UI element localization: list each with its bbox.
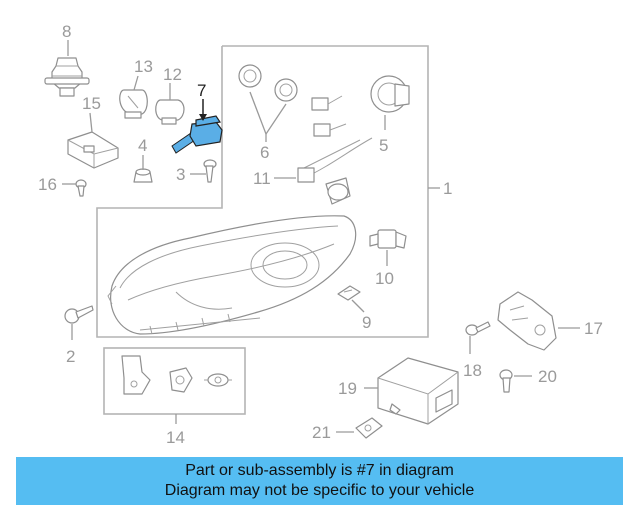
callout-2[interactable]: 2 — [66, 347, 75, 366]
info-banner: Part or sub-assembly is #7 in diagram Di… — [16, 457, 623, 505]
callout-16[interactable]: 16 — [38, 175, 57, 194]
callout-15[interactable]: 15 — [82, 94, 101, 113]
callout-10[interactable]: 10 — [375, 269, 394, 288]
callout-18[interactable]: 18 — [463, 361, 482, 380]
callout-1[interactable]: 1 — [443, 179, 452, 198]
banner-line-2: Diagram may not be specific to your vehi… — [164, 482, 475, 499]
callout-3[interactable]: 3 — [176, 165, 185, 184]
screw-18-icon[interactable] — [465, 321, 491, 336]
screw-16-icon[interactable] — [75, 179, 87, 197]
bulb-7-highlighted-icon[interactable] — [171, 115, 223, 154]
callout-11[interactable]: 11 — [253, 169, 271, 188]
headlamp-housing-icon[interactable] — [107, 215, 357, 335]
banner-line-1: Part or sub-assembly is #7 in diagram — [185, 462, 454, 479]
callout-19[interactable]: 19 — [338, 379, 357, 398]
callout-12[interactable]: 12 — [163, 65, 182, 84]
headlamp-assembly-box — [96, 45, 429, 338]
clip-21-icon[interactable] — [355, 417, 383, 439]
callout-21[interactable]: 21 — [312, 423, 331, 442]
module-15-icon[interactable] — [67, 131, 119, 169]
callout-8[interactable]: 8 — [62, 22, 71, 41]
bulb-13-icon[interactable] — [119, 89, 148, 119]
bolt-20-icon[interactable] — [499, 369, 513, 393]
callout-20[interactable]: 20 — [538, 367, 557, 386]
parts-diagram: 1 8 13 12 7 15 4 — [38, 22, 603, 447]
callout-5[interactable]: 5 — [379, 136, 388, 155]
screw-3-icon[interactable] — [203, 159, 217, 183]
bulb-8-icon[interactable] — [44, 57, 90, 97]
bulb-10-icon[interactable] — [369, 229, 407, 249]
control-module-19-icon[interactable] — [377, 357, 459, 425]
callout-7[interactable]: 7 — [197, 81, 206, 100]
screw-2-icon[interactable] — [64, 305, 94, 324]
cap-5-icon[interactable] — [370, 75, 410, 113]
callout-4[interactable]: 4 — [138, 136, 147, 155]
callout-6[interactable]: 6 — [260, 143, 269, 162]
clip-9-icon[interactable] — [337, 285, 361, 301]
socket-6-icon[interactable] — [238, 64, 347, 137]
callout-9[interactable]: 9 — [362, 313, 371, 332]
bulb-12-icon[interactable] — [155, 99, 185, 125]
bracket-17-icon[interactable] — [497, 291, 557, 351]
callout-13[interactable]: 13 — [134, 57, 153, 76]
callout-14[interactable]: 14 — [166, 428, 185, 447]
harness-11-icon[interactable] — [297, 137, 373, 205]
clip-4-icon[interactable] — [133, 168, 153, 183]
bracket-14-icon[interactable] — [121, 355, 232, 395]
callout-17[interactable]: 17 — [584, 319, 603, 338]
group-14-box — [103, 347, 246, 415]
